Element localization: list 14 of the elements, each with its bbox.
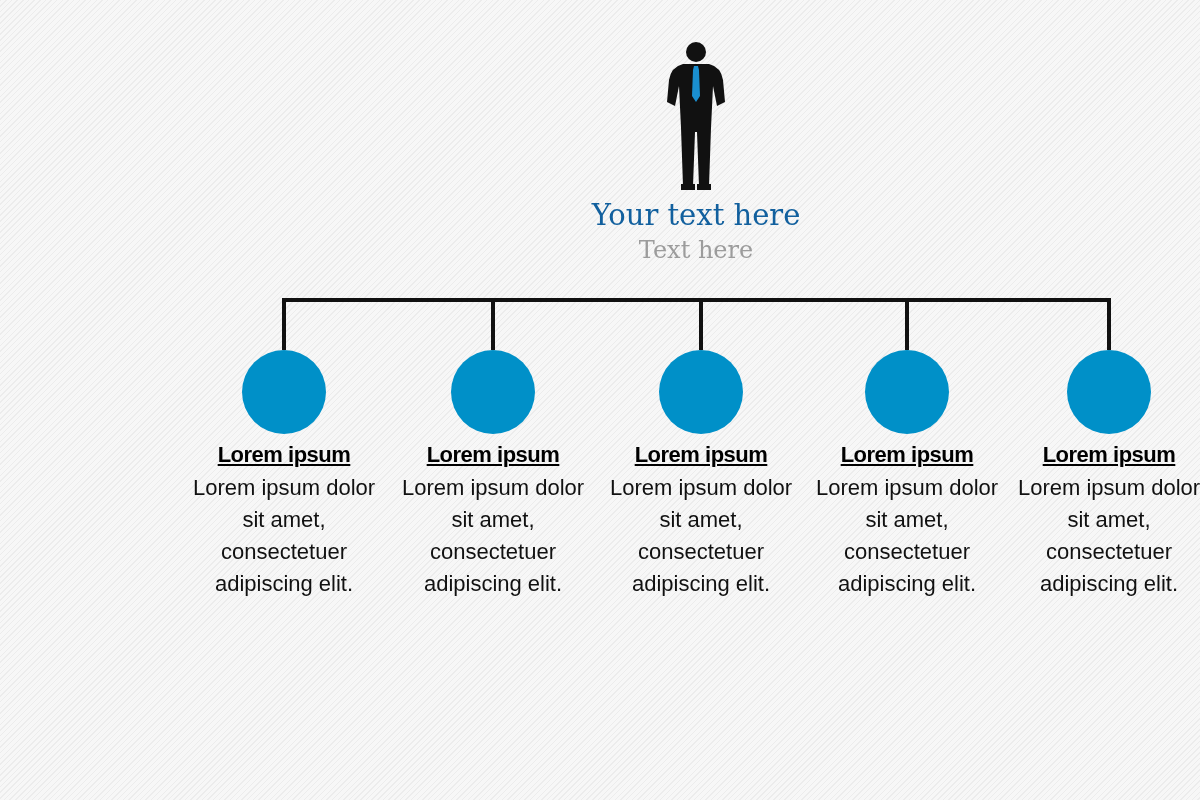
- heading-text: Lorem ipsum: [634, 442, 768, 468]
- connector-line: [491, 298, 696, 350]
- description-text: Lorem ipsum dolor sit amet, consectetuer adipiscing elit.: [815, 474, 999, 598]
- description-text: Lorem ipsum dolor sit amet, consectetuer adipiscing elit.: [401, 474, 585, 598]
- heading-text: Lorem ipsum: [840, 442, 974, 468]
- title-text: Your text here: [590, 198, 802, 232]
- description-text: Lorem ipsum dolor sit amet, consectetuer adipiscing elit.: [1017, 474, 1200, 598]
- heading-text: Lorem ipsum: [217, 442, 351, 468]
- heading-text: Lorem ipsum: [1042, 442, 1176, 468]
- description-text: Lorem ipsum dolor sit amet, consectetuer adipiscing elit.: [609, 474, 793, 598]
- subtitle-text: Text here: [637, 236, 755, 264]
- heading-text: Lorem ipsum: [426, 442, 560, 468]
- connector-line: [696, 298, 1111, 350]
- description-text: Lorem ipsum dolor sit amet, consectetuer adipiscing elit.: [192, 474, 376, 598]
